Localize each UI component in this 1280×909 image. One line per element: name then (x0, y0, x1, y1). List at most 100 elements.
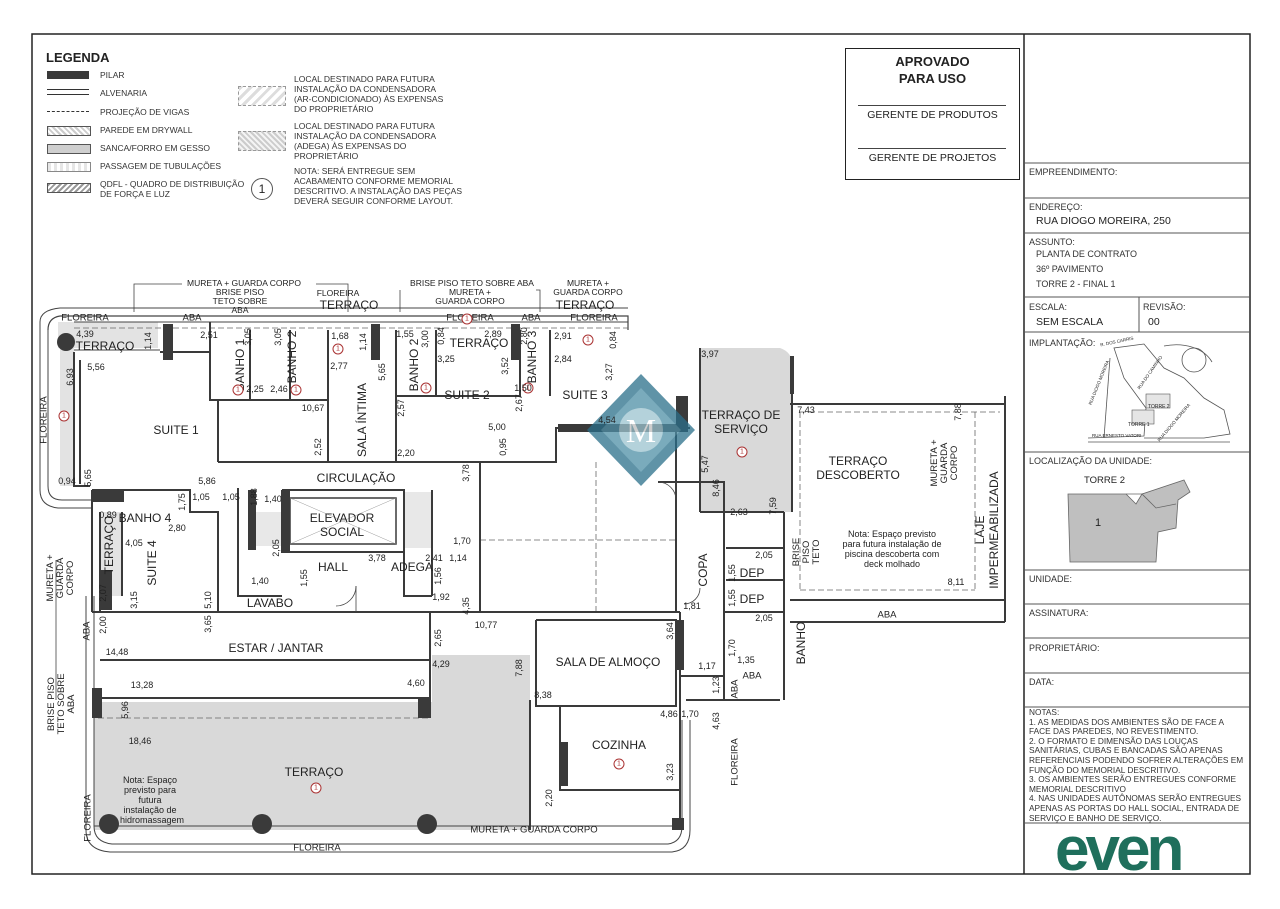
revisao-label: REVISÃO: (1143, 302, 1186, 312)
room-dep-2: DEP (739, 592, 765, 606)
dimension: 4,39 (76, 329, 94, 339)
dimension: 1,40 (251, 576, 269, 586)
ann-brise-top: BRISE PISO TETO SOBRE ABA (212, 287, 268, 315)
dimension: 0,84 (608, 331, 618, 349)
note-3: 3. OS AMBIENTES SERÃO ENTREGUES CONFORME… (1029, 774, 1236, 794)
dimension: 2,52 (313, 438, 323, 456)
dimension: 2,80 (519, 327, 529, 345)
note-tag: 1 (420, 382, 432, 394)
legend-item-drywall: PAREDE EM DRYWALL (100, 125, 193, 135)
terraco-bottom-fill-2 (432, 655, 530, 830)
dimension: 4,05 (125, 538, 143, 548)
dimension: 7,88 (514, 659, 524, 677)
ann-floreira-left-2: FLOREIRA (82, 794, 94, 842)
room-adega: ADEGA (390, 560, 434, 574)
dimension: 1,70 (727, 639, 737, 657)
legend-note-marker: 1 (251, 178, 273, 200)
dimension: 1,55 (727, 564, 737, 582)
dimension: 5,86 (198, 476, 216, 486)
room-estar-jantar: ESTAR / JANTAR (228, 641, 324, 655)
dimension: 2,05 (755, 613, 773, 623)
dimension: 3,78 (461, 464, 471, 482)
note-4: 4. NAS UNIDADES AUTÔNOMAS SERÃO ENTREGUE… (1029, 793, 1242, 823)
dimension: 1,70 (453, 536, 471, 546)
localizacao-unit-number: 1 (1095, 517, 1102, 529)
ann-aba-row-2: ABA (521, 312, 541, 324)
notes-label: NOTAS: (1029, 707, 1060, 717)
notes-box: NOTAS: 1. AS MEDIDAS DOS AMBIENTES SÃO D… (1029, 707, 1244, 823)
dimension: 1,56 (433, 567, 443, 585)
dimension: 2,77 (330, 361, 348, 371)
dimension: 14,48 (105, 647, 129, 657)
stamp-line-2 (858, 148, 1006, 149)
dimension: 2,63 (730, 507, 748, 517)
room-banho-servico: BANHO (794, 621, 808, 665)
revisao-value: 00 (1148, 316, 1160, 328)
dimension: 0,84 (436, 327, 446, 345)
room-sala-almoco: SALA DE ALMOÇO (555, 655, 661, 669)
site-plan-map (1087, 343, 1231, 443)
assunto-line-3: TORRE 2 - FINAL 1 (1036, 279, 1116, 289)
legend-swatch-condensadora-ar (238, 86, 286, 106)
room-sala-intima: SALA ÍNTIMA (355, 382, 369, 458)
dimension: 1,70 (681, 709, 699, 719)
legend-swatch-tubulacoes (47, 162, 91, 172)
dimension: 1,55 (727, 589, 737, 607)
dimension: 7,59 (768, 497, 778, 515)
dimension: 1,75 (177, 493, 187, 511)
dimension: 1,17 (698, 661, 716, 671)
dimension: 2,80 (168, 523, 186, 533)
ann-floreira-left: FLOREIRA (38, 396, 50, 444)
ann-brise-right: BRISE PISO TETO (791, 537, 822, 567)
ann-brise-mid: BRISE PISO TETO SOBRE ABA (410, 278, 534, 288)
dimension: 1,92 (432, 592, 450, 602)
dimension: 3,05 (273, 328, 283, 346)
stamp-gerente-projetos: GERENTE DE PROJETOS (868, 152, 997, 164)
dimension: 1,14 (449, 553, 467, 563)
dimension: 2,65 (433, 629, 443, 647)
terraco-servico-fill (700, 348, 792, 512)
dimension: 2,07 (98, 584, 108, 602)
room-copa: COPA (696, 553, 710, 587)
room-suite-2: SUITE 2 (444, 388, 490, 402)
dimension: 4,29 (432, 659, 450, 669)
legend-item-qdfl: QDFL - QUADRO DE DISTRIBUIÇÃO DE FORÇA E… (100, 179, 245, 199)
legend-swatch-drywall (47, 126, 91, 136)
legend-swatch-qdfl (47, 183, 91, 193)
room-terraco-servico: TERRAÇO DE SERVIÇO (701, 408, 781, 436)
note-piscina: Nota: Espaço previsto para futura instal… (842, 529, 942, 569)
room-banho-1: BANHO 1 (233, 338, 247, 392)
dimension: 3,97 (701, 349, 719, 359)
legend-item-pilar: PILAR (100, 70, 125, 80)
dimension: 1,68 (331, 331, 349, 341)
dimension: 10,67 (301, 403, 325, 413)
proprietario-label: PROPRIETÁRIO: (1029, 643, 1100, 653)
dimension: 5,96 (120, 701, 130, 719)
assunto-line-1: PLANTA DE CONTRATO (1036, 249, 1138, 259)
legend-swatch-alvenaria (47, 89, 89, 95)
dimension: 8,46 (711, 479, 721, 497)
room-terraco-mid: TERRAÇO (449, 336, 509, 350)
dimension: 3,05 (243, 328, 253, 346)
unidade-label: UNIDADE: (1029, 574, 1073, 584)
site-street-4: RUA ERNESTO VATORI (1092, 433, 1142, 438)
dimension: 2,20 (397, 448, 415, 458)
dimension: 1,88 (249, 488, 259, 506)
note-1: 1. AS MEDIDAS DOS AMBIENTES SÃO DE FACE … (1029, 716, 1224, 737)
dimension: 5,00 (488, 422, 506, 432)
dimension: 1,55 (299, 569, 309, 587)
legend-item-sanca: SANCA/FORRO EM GESSO (100, 143, 211, 153)
endereco-label: ENDEREÇO: (1029, 202, 1083, 212)
dimension: 2,57 (396, 399, 406, 417)
note-tag: 1 (332, 343, 344, 355)
assinatura-label: ASSINATURA: (1029, 608, 1089, 618)
legend-item-alvenaria: ALVENARIA (100, 88, 148, 98)
legend-swatch-sanca (47, 144, 91, 154)
note-tag: 1 (58, 410, 70, 422)
dimension: 2,20 (544, 789, 554, 807)
room-elevador-social: ELEVADOR SOCIAL (309, 511, 375, 539)
dimension: 3,52 (500, 357, 510, 375)
legend-swatch-condensadora-adega (238, 131, 286, 151)
room-terraco-top-left: TERRAÇO (75, 339, 135, 353)
